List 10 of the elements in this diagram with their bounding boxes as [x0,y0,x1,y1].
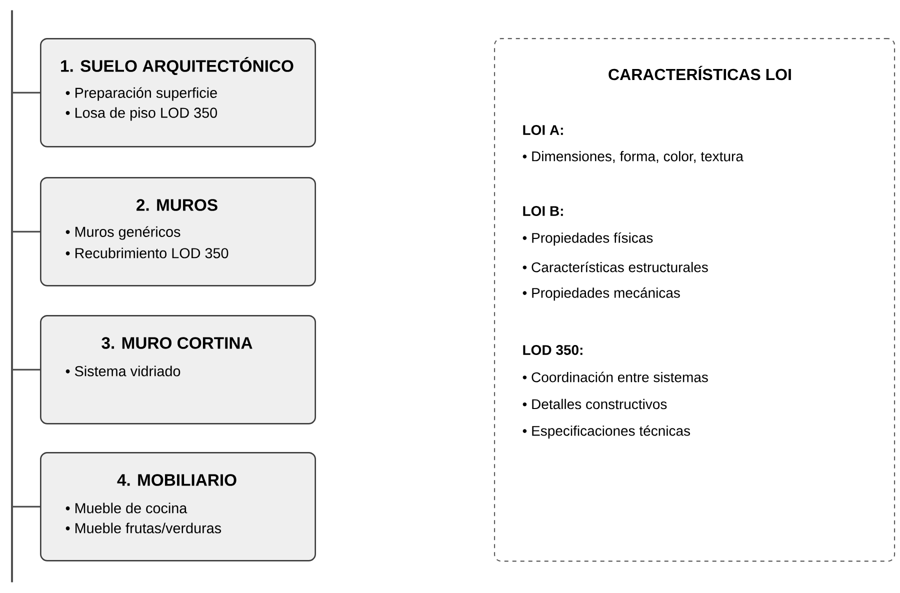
category-box: 2. MUROS • Muros genéricos • Recubrimiento LOD 350 [40,177,316,286]
connector-line [12,368,40,370]
connector-line [12,230,40,232]
vertical-line [11,10,13,582]
info-panel: CARACTERÍSTICAS LOI LOI A: • Dimensiones, forma, color, textura LOI B: • Propiedades físicas • Características estructurales • Propiedades mecánicas LOD 350: • Coordinación entre sistemas • Detalles constructivos • Especificaciones técnicas [494,38,896,562]
category-box: 1. SUELO ARQUITECTÓNICO • Preparación superficie • Losa de piso LOD 350 [40,38,316,148]
connector-line [12,506,40,508]
connector-line [12,92,40,94]
category-box: 3. MURO CORTINA • Sistema vidriado [40,315,316,424]
category-box: 4. MOBILIARIO • Mueble de cocina • Mueble frutas/verduras [40,452,316,562]
